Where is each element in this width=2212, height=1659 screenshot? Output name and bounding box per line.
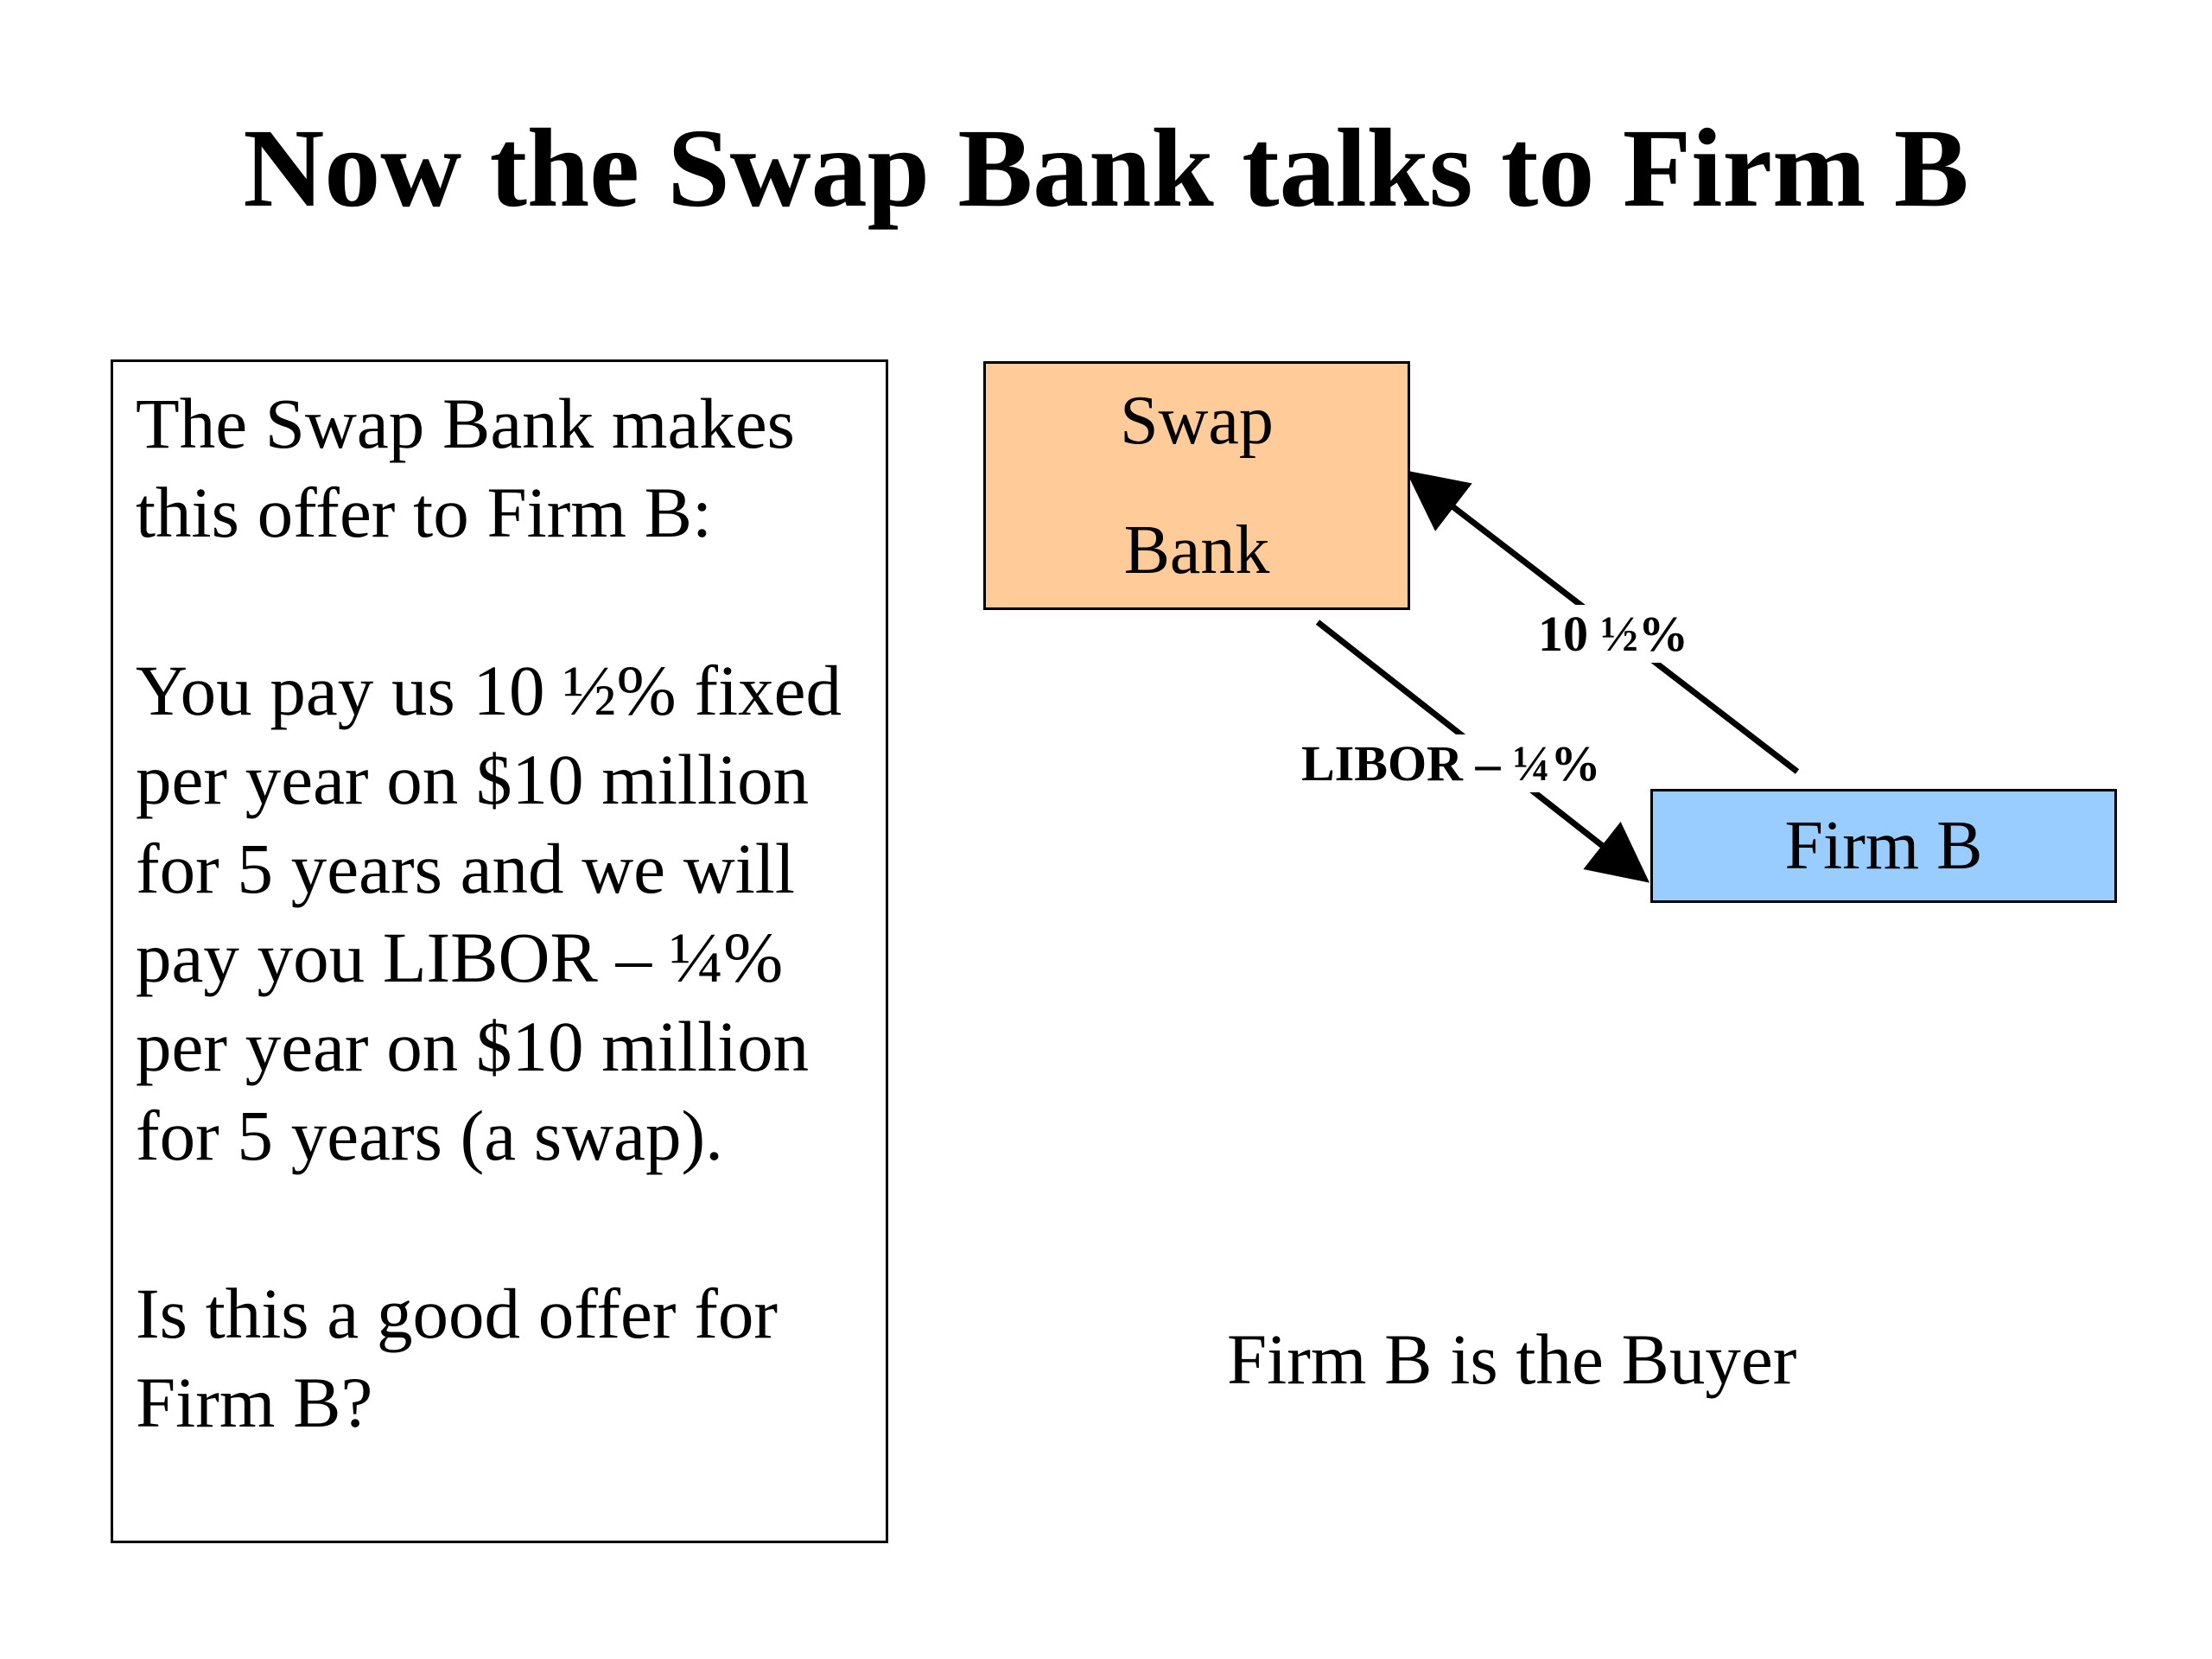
offer-text-box: The Swap Bank makes this offer to Firm B…	[111, 359, 888, 1543]
firm-b-label: Firm B	[1784, 807, 1983, 884]
libor-rate-label: LIBOR – ¼%	[1301, 734, 1601, 792]
swap-bank-box: Swap Bank	[983, 361, 1410, 610]
slide-title: Now the Swap Bank talks to Firm B	[243, 106, 1969, 231]
fixed-rate-label: 10 ½%	[1538, 605, 1688, 663]
swap-bank-label-line1: Swap	[1120, 383, 1274, 459]
offer-terms: You pay us 10 ½% fixed per year on $10 m…	[136, 651, 842, 1175]
offer-question: Is this a good offer for Firm B?	[136, 1274, 778, 1442]
offer-intro: The Swap Bank makes this offer to Firm B…	[136, 384, 795, 552]
firm-b-box: Firm B	[1650, 789, 2117, 903]
buyer-caption: Firm B is the Buyer	[1227, 1319, 1797, 1399]
swap-bank-label-line2: Bank	[1123, 512, 1270, 588]
